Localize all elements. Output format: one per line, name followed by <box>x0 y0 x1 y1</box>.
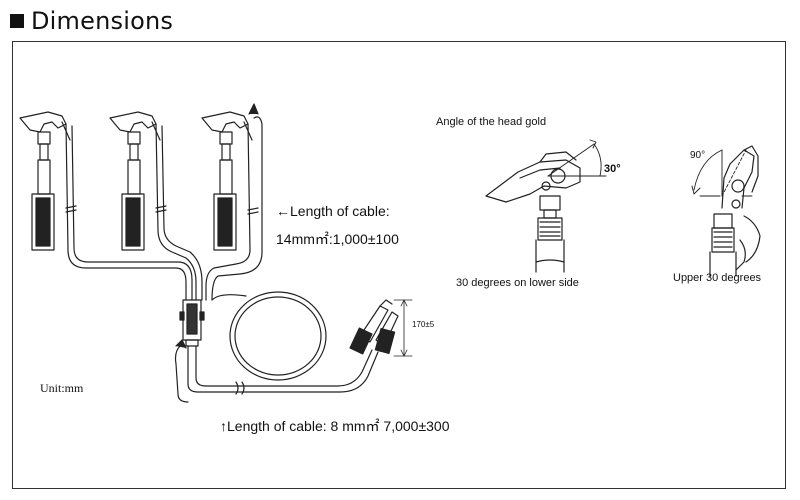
upper-cables <box>65 103 263 301</box>
cable-spec-label-upper: 14mm㎡:1,000±100 <box>276 231 399 247</box>
angle-30-label: 30° <box>604 163 621 175</box>
clip-dimension-label: 170±5 <box>412 320 435 329</box>
angle-diagram-lower <box>485 139 607 273</box>
holder-3 <box>201 111 253 251</box>
angle-90-label: 90° <box>690 150 706 161</box>
heading-bullet-icon <box>10 14 24 28</box>
cable-length-label-upper: ←Length of cable: <box>276 203 390 219</box>
holder-2 <box>109 111 161 251</box>
unit-label: Unit:mm <box>40 381 84 395</box>
angle-title: Angle of the head gold <box>436 116 547 128</box>
upper-angle-caption: Upper 30 degrees <box>673 272 762 284</box>
diagram-frame <box>12 41 786 489</box>
heading-text: Dimensions <box>31 7 174 35</box>
junction-block <box>179 299 205 347</box>
lower-angle-caption: 30 degrees on lower side <box>456 277 579 289</box>
angle-diagram-upper <box>691 145 761 277</box>
earth-clip <box>349 299 413 357</box>
section-heading: Dimensions <box>10 4 173 38</box>
lower-cable <box>174 291 379 403</box>
holder-1 <box>19 111 71 251</box>
cable-length-label-lower: ↑Length of cable: 8 mm㎡ 7,000±300 <box>220 418 450 434</box>
